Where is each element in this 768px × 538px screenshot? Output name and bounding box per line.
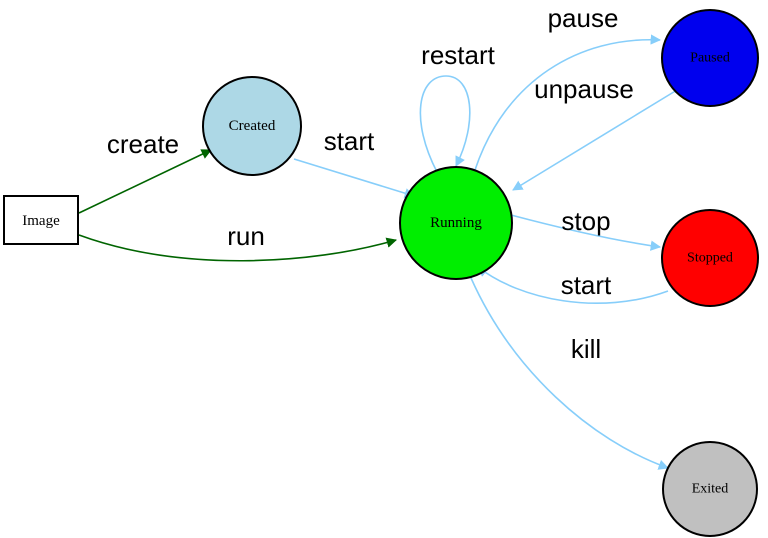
node-stopped[interactable]: Stopped [661, 209, 759, 307]
edge-label-stop: stop [561, 206, 610, 236]
node-image-shape [3, 195, 79, 245]
edge-restart-self-loop: restart [419, 40, 496, 173]
edge-pause-path [474, 34, 662, 171]
node-created-label: Created [229, 118, 276, 134]
edge-unpause: unpause [512, 74, 678, 191]
edge-restart-path [419, 75, 471, 173]
edge-label-kill: kill [571, 334, 601, 364]
node-stopped-label: Stopped [687, 251, 733, 266]
node-running[interactable]: Running [399, 166, 513, 280]
edge-label-start-stopped: start [561, 270, 612, 300]
node-running-shape [399, 166, 513, 280]
edge-run-path [78, 234, 397, 262]
edge-kill: kill [470, 277, 669, 470]
edge-label-run: run [227, 221, 265, 251]
edge-start-created-running: start [293, 126, 415, 199]
node-image[interactable]: Image [3, 195, 79, 245]
edge-label-start-created: start [324, 126, 375, 156]
edge-label-create: create [107, 129, 179, 159]
edge-stop: stop [510, 206, 662, 251]
edge-create-path [78, 149, 212, 214]
edge-label-unpause: unpause [534, 74, 634, 104]
node-paused[interactable]: Paused [661, 9, 759, 107]
node-created[interactable]: Created [202, 76, 302, 176]
edge-label-pause: pause [548, 3, 619, 33]
edge-start2-path [477, 266, 669, 305]
node-paused-label: Paused [690, 51, 730, 66]
node-image-label: Image [22, 213, 60, 229]
edge-start1-path [293, 158, 415, 199]
edge-start-stopped-running: start [477, 266, 669, 305]
edge-run: run [78, 221, 397, 262]
node-created-shape [202, 76, 302, 176]
edge-create: create [78, 129, 212, 214]
edge-pause: pause [474, 3, 662, 171]
node-stopped-shape [661, 209, 759, 307]
node-exited[interactable]: Exited [662, 441, 758, 537]
node-exited-label: Exited [692, 482, 729, 497]
edge-kill-path [470, 277, 669, 470]
node-exited-shape [662, 441, 758, 537]
node-running-label: Running [430, 215, 482, 231]
edge-label-restart: restart [421, 40, 495, 70]
edge-stop-path [510, 214, 662, 251]
edge-unpause-path [512, 89, 678, 191]
node-paused-shape [661, 9, 759, 107]
